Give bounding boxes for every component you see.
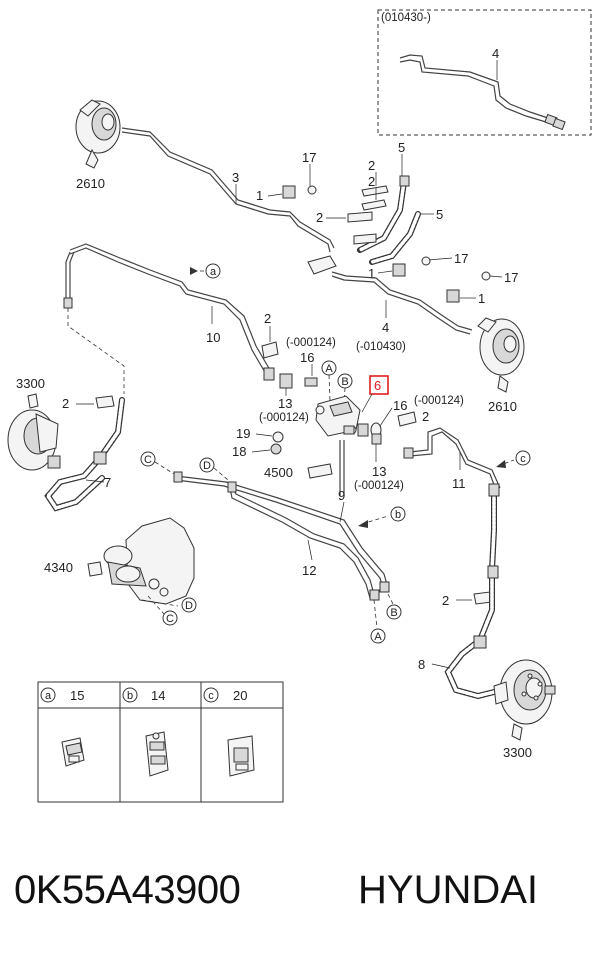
marker-C-left: C (144, 454, 152, 466)
callout-2-e: 2 (422, 409, 429, 424)
right-disc-2610 (477, 317, 525, 393)
legend-part-14: 14 (151, 688, 165, 703)
callout-7: 7 (104, 475, 111, 490)
callout-000124-a: (-000124) (286, 337, 336, 349)
callout-9: 9 (338, 488, 345, 503)
callout-2-d: 2 (264, 311, 271, 326)
legend-marker-c: c (208, 690, 214, 702)
clip-15-icon (61, 737, 85, 767)
callout-4-inset: 4 (492, 46, 499, 61)
callout-3300-left: 3300 (16, 376, 45, 391)
front-left-disc-2610 (75, 99, 121, 169)
callout-3: 3 (232, 170, 239, 185)
callout-10: 10 (206, 330, 220, 345)
callout-2-f: 2 (62, 396, 69, 411)
callout-4-date: (-010430) (356, 341, 406, 353)
marker-C-bottom: C (166, 613, 174, 625)
callout-2-g: 2 (442, 593, 449, 608)
callout-12: 12 (302, 563, 316, 578)
callout-16-a: 16 (300, 350, 314, 365)
valve-block (315, 395, 361, 437)
callout-8: 8 (418, 657, 425, 672)
callout-2610-top: 2610 (76, 176, 105, 191)
callout-3300-right: 3300 (503, 745, 532, 760)
marker-c-right: c (520, 453, 526, 465)
left-caliper-3300 (7, 409, 61, 471)
callout-2-c: 2 (316, 210, 323, 225)
legend-table: a 15 b 14 c 20 (37, 681, 284, 803)
marker-b-center: b (395, 509, 401, 521)
brand-name: HYUNDAI (358, 868, 539, 912)
part-number: 0K55A43900 (14, 868, 241, 912)
callout-1-c: 1 (478, 291, 485, 306)
callout-5-a: 5 (398, 140, 405, 155)
marker-B-top: B (341, 376, 348, 388)
callout-18: 18 (232, 444, 246, 459)
brake-booster-4340 (103, 517, 195, 605)
footer: 0K55A43900 HYUNDAI (0, 868, 600, 938)
callout-17-a: 17 (302, 150, 316, 165)
marker-a-top: a (210, 266, 217, 278)
callout-16-b: 16 (393, 398, 407, 413)
clip-20-icon (227, 735, 255, 777)
right-caliper-3300 (493, 659, 556, 741)
marker-D-bottom: D (185, 600, 193, 612)
inset-box: (010430-) 4 (377, 9, 592, 136)
callout-11: 11 (452, 476, 466, 491)
legend-part-15: 15 (70, 688, 84, 703)
legend-marker-a: a (45, 690, 52, 702)
inset-label: (010430-) (381, 12, 431, 24)
callout-13-b: 13 (372, 464, 386, 479)
highlight-box-6 (369, 375, 389, 395)
brake-line-diagram: (010430-) 4 2610 3 17 1 2 2 5 5 2 (7, 9, 592, 803)
legend-marker-b: b (127, 690, 133, 702)
callout-1-a: 1 (256, 188, 263, 203)
marker-B-bottom: B (390, 607, 397, 619)
callout-17-b: 17 (454, 251, 468, 266)
clip-14-icon (145, 731, 169, 777)
callout-000124-c: (-000124) (414, 395, 464, 407)
callout-6: 6 (374, 378, 381, 393)
legend-part-20: 20 (233, 688, 247, 703)
callout-2-a: 2 (368, 158, 375, 173)
marker-A-bottom: A (374, 631, 382, 643)
callout-000124-d: (-000124) (354, 480, 404, 492)
marker-D-left: D (203, 460, 211, 472)
callout-17-c: 17 (504, 270, 518, 285)
callout-19: 19 (236, 426, 250, 441)
callout-4500: 4500 (264, 465, 293, 480)
callout-4: 4 (382, 320, 389, 335)
marker-A-top: A (325, 363, 333, 375)
callout-4340: 4340 (44, 560, 73, 575)
callout-2-b: 2 (368, 174, 375, 189)
callout-000124-b: (-000124) (259, 412, 309, 424)
callout-13-a: 13 (278, 396, 292, 411)
callout-1-b: 1 (368, 266, 375, 281)
callout-5-b: 5 (436, 207, 443, 222)
callout-2610-right: 2610 (488, 399, 517, 414)
